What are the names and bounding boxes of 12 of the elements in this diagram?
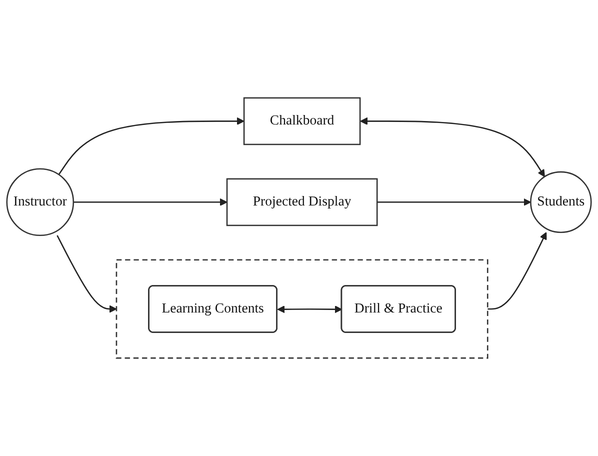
arrow (56, 235, 117, 313)
arrow (488, 232, 547, 310)
node-box: Chalkboard (243, 97, 361, 146)
arrow (73, 198, 228, 206)
arrow (277, 306, 342, 314)
node-circle: Instructor (6, 168, 74, 236)
arrow (360, 117, 545, 178)
node-circle: Students (530, 171, 592, 233)
cluster (116, 259, 488, 359)
arrow (377, 198, 532, 206)
arrow (58, 117, 244, 175)
node-box: Projected Display (226, 178, 378, 226)
